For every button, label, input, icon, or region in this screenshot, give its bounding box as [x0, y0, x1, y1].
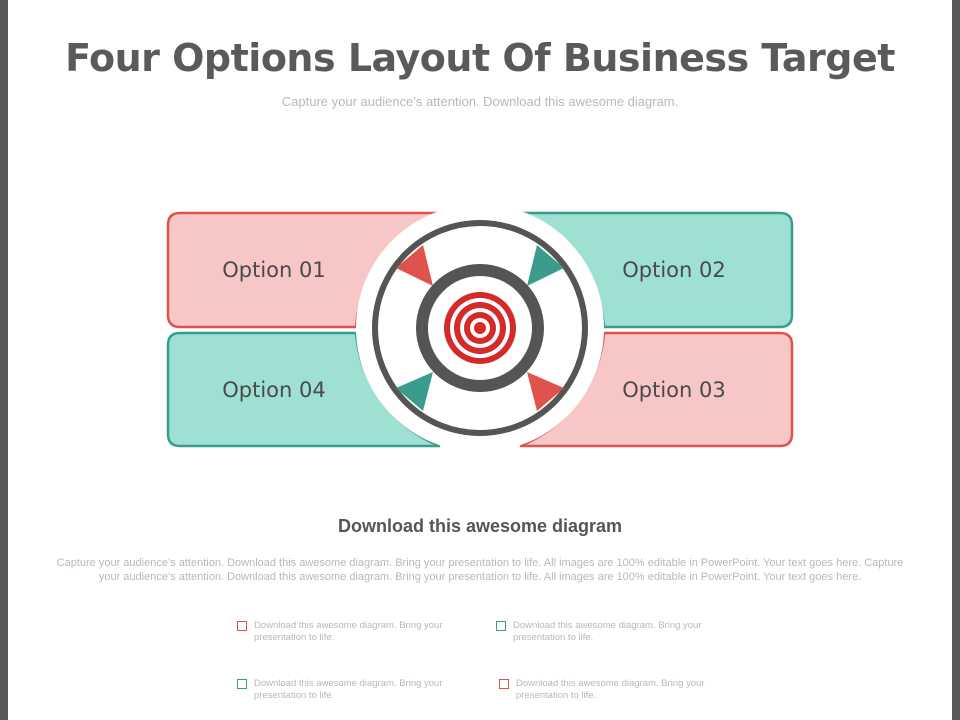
- option-02-card: Option 02: [519, 211, 794, 329]
- center-hub: [356, 204, 604, 452]
- arrow-wedge-bottom-right: [527, 372, 564, 411]
- checkbox-icon: [237, 621, 247, 631]
- option-03-label: Option 03: [622, 378, 725, 402]
- arrow-wedge-bottom-left: [396, 372, 433, 411]
- bullet-item: Download this awesome diagram. Bring you…: [237, 620, 467, 644]
- arrow-wedge-top-right: [527, 245, 564, 286]
- bullet-text: Download this awesome diagram. Bring you…: [254, 620, 443, 643]
- bullet-text: Download this awesome diagram. Bring you…: [513, 620, 702, 643]
- page-title: Four Options Layout Of Business Target: [65, 36, 895, 80]
- slide: Four Options Layout Of Business Target C…: [8, 0, 952, 720]
- checkbox-icon: [237, 679, 247, 689]
- checkbox-icon: [496, 621, 506, 631]
- bullet-item: Download this awesome diagram. Bring you…: [499, 678, 729, 702]
- option-01-label: Option 01: [222, 258, 325, 282]
- option-03-card: Option 03: [519, 331, 794, 448]
- page-subtitle: Capture your audience’s attention. Downl…: [281, 94, 679, 109]
- bullet-text: Download this awesome diagram. Bring you…: [254, 678, 443, 701]
- bullet-text: Download this awesome diagram. Bring you…: [516, 678, 705, 701]
- bullet-item: Download this awesome diagram. Bring you…: [237, 678, 467, 702]
- section-heading: Download this awesome diagram: [337, 516, 623, 536]
- option-02-label: Option 02: [622, 258, 725, 282]
- checkbox-icon: [499, 679, 509, 689]
- option-04-label: Option 04: [222, 378, 325, 402]
- target-icon: [444, 292, 516, 364]
- arrow-wedge-top-left: [396, 245, 433, 286]
- body-paragraph: Capture your audience’s attention. Downl…: [56, 557, 904, 583]
- bullet-item: Download this awesome diagram. Bring you…: [496, 620, 726, 644]
